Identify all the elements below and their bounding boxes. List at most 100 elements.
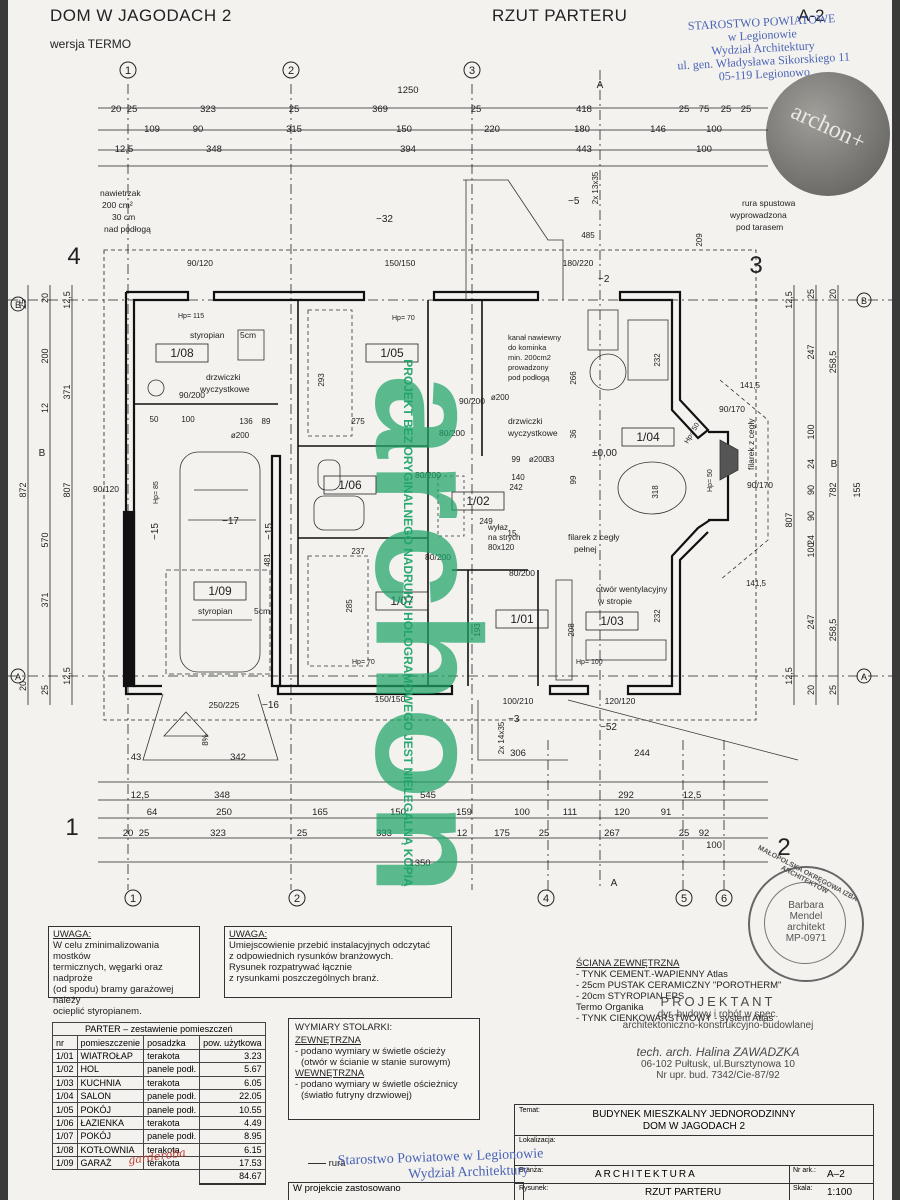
seal-role: architekt [787,922,825,933]
small-dim: 293 [317,373,326,387]
door-label: 80/200 [509,568,535,578]
dim-text: 25 [679,104,690,115]
room-number: 1/03 [600,614,624,628]
note-line: W celu zminimalizowania mostków [53,940,160,962]
level-mark: −16 [262,700,279,711]
dim-text: 371 [62,384,72,399]
door-label: 90/170 [747,480,773,490]
rooms-table-cell: 17.53 [199,1155,266,1171]
tb-subject: DOM W JAGODACH 2 [642,1121,746,1132]
footer-legend: rura [308,1158,346,1169]
rooms-table-cell: 1/09 [52,1155,78,1171]
dim-text: 43 [131,752,142,763]
small-dim: 2x 14x35 [497,721,506,754]
dim-text: 267 [604,828,620,839]
dim-text: 175 [494,828,510,839]
rooms-table-cell: panele podł. [143,1088,201,1104]
dim-text: 12,5 [62,667,72,685]
dim-text: 348 [214,790,230,801]
footer-note: W projekcie zastosowano [288,1182,524,1200]
joinery-line: - podano wymiary w świetle ościeży [295,1046,446,1057]
dim-text: 25 [721,104,732,115]
dim-text: 64 [147,807,158,818]
dim-text: 159 [456,807,472,818]
rooms-table-cell: POKÓJ [76,1129,145,1144]
note-line: Umiejscowienie przebić instalacyjnych od… [229,940,431,951]
room-number: 1/07 [390,594,414,608]
annotation-text: otwór wentylacyjny [596,584,668,594]
dim-text: 244 [634,748,650,759]
annotation-text: wyczystkowe [199,384,250,394]
rooms-total: 84.67 [199,1169,266,1185]
dim-text: 24 [806,535,816,545]
dim-text: 25 [127,104,138,115]
annotation-text: 5cm [254,606,270,616]
tb-label: Branża: [519,1167,544,1174]
bathtub [313,495,365,531]
door-label: 250/225 [209,700,240,710]
rooms-table-cell: terakota [143,1155,201,1171]
dim-text: 12,5 [115,144,134,155]
dim-text: 12 [457,828,468,839]
annotation-text: drzwiczki [508,416,543,426]
door-label: 80/200 [415,470,441,480]
tb-scale: 1:100 [827,1187,853,1198]
dim-text: 323 [210,828,226,839]
dim-text: 200 [40,348,50,363]
garage-insulation [165,569,271,675]
seal-number: MP-0971 [785,933,827,944]
dim-text: 258,5 [828,619,838,642]
dim-text: 120 [614,807,630,818]
hp-marks: Hp= 115 Hp= 70 Hp= 85 Hp= 50 Hp= 50 Hp= … [153,313,714,666]
dim-text: 12,5 [784,667,794,685]
hp-mark: Hp= 70 [392,315,415,322]
hp-mark: Hp= 70 [352,659,375,666]
wall-layer: - 25cm PUSTAK CERAMICZNY "POROTHERM" [576,980,782,991]
small-dimensions: 50 100 136 89 ø200 ø200 ø200 293 275 237… [150,171,767,754]
ramp-arrow [163,711,209,737]
dim-text: 24 [806,459,816,469]
dim-text: 155 [852,482,862,497]
dim-text: 545 [420,790,436,801]
note-line: (od spodu) bramy garażowej należy [53,984,174,1006]
dim-text: 443 [576,144,592,155]
small-dim: 50 [150,415,159,424]
level-mark: −5 [568,196,580,207]
rooms-table-cell: 1/06 [52,1115,78,1131]
rooms-table: PARTER – zestawienie pomieszczeń nr pomi… [52,1021,266,1185]
small-dim: 208 [567,623,576,637]
dim-text: 25 [539,828,550,839]
dim-text: 100 [806,542,816,557]
dim-text: 807 [784,512,794,527]
small-dim: 141,5 [740,381,761,390]
rooms-table-header: pomieszczenie [76,1035,145,1050]
small-dim: 266 [569,371,578,385]
dim-text: 1250 [397,85,418,96]
small-dim: 275 [351,417,365,426]
room-number: 1/01 [510,612,534,626]
small-dim: 318 [651,485,660,499]
rooms-table-cell: terakota [143,1115,201,1131]
annotation-text: na strych [488,533,520,542]
wall-extra: Termo Organika [576,1002,644,1013]
tb-drawing: RZUT PARTERU [645,1187,722,1198]
dim-text: 25 [18,299,28,309]
tb-label: Skala: [793,1185,813,1192]
room-number: 1/06 [338,478,362,492]
annotation-text: drzwiczki [206,372,241,382]
rooms-table-cell: 1/07 [52,1129,78,1144]
seal-name: Barbara [788,900,824,911]
dim-text: 20 [40,293,50,303]
room-number: 1/08 [170,346,194,360]
axis-label: 6 [721,893,727,905]
wall-spec: ŚCIANA ZEWNĘTRZNA - TYNK CEMENT.-WAPIENN… [576,958,816,1024]
door-label: 80/200 [439,428,465,438]
dim-text: 100 [706,840,722,851]
small-dim: 249 [479,517,493,526]
door-label: 180/220 [563,258,594,268]
small-dim: 136 [239,417,253,426]
dim-text: 807 [62,482,72,497]
rooms-table-cell: 10.55 [199,1102,266,1117]
